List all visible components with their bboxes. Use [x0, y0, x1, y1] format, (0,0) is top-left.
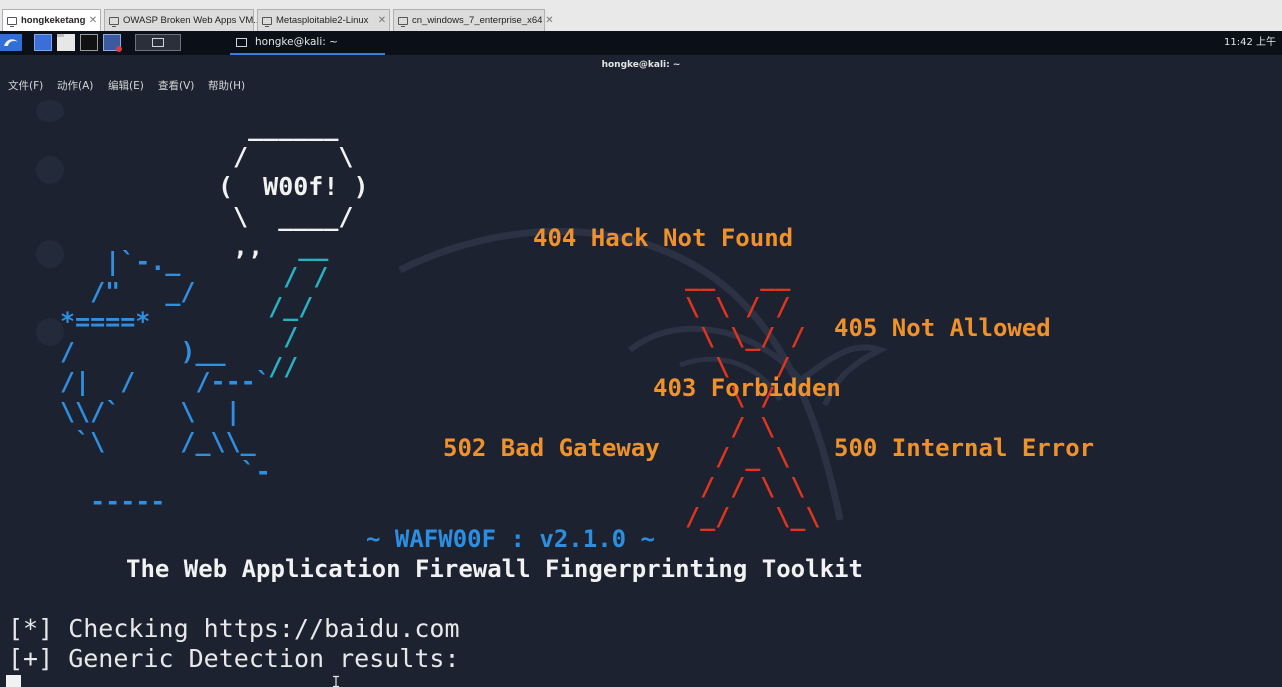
menu-edit[interactable]: 编辑(E): [108, 80, 144, 92]
vm-tab-label: hongkeketang: [21, 15, 86, 26]
terminal-launcher-icon[interactable]: [135, 34, 181, 51]
menu-file[interactable]: 文件(F): [8, 80, 44, 92]
output-line-checking: [*] Checking https://baidu.com: [8, 614, 460, 643]
vm-icon: [398, 16, 408, 27]
kali-top-panel: [0, 31, 1282, 55]
desktop-icon: [36, 240, 64, 268]
vm-icon: [262, 16, 272, 27]
woof-speech-bubble: ______ / \ ( W00f! ) \ ____/ ,,: [218, 112, 369, 261]
vm-icon: [7, 16, 17, 27]
browser-icon[interactable]: [103, 34, 122, 52]
terminal-icon: [236, 37, 247, 47]
wafw00f-version: ~ WAFW00F : v2.1.0 ~: [366, 525, 655, 553]
kali-menu-icon[interactable]: [0, 34, 22, 51]
file-manager-icon[interactable]: [57, 34, 75, 51]
menu-action[interactable]: 动作(A): [57, 80, 94, 92]
taskbar-item-label: hongke@kali: ~: [255, 36, 338, 48]
desktop-icon: [36, 100, 64, 122]
vm-icon: [109, 16, 119, 27]
ascii-stick: __ / / /_/ / //: [268, 232, 329, 381]
ascii-red-x: __ __ \ \ / / \ \_/ / \ / \ / / \ / _ \ …: [685, 262, 821, 531]
error-502-label: 502 Bad Gateway: [443, 434, 660, 462]
menu-help[interactable]: 帮助(H): [208, 80, 246, 92]
terminal-icon[interactable]: [80, 34, 98, 51]
workspace-1-icon[interactable]: [34, 34, 52, 51]
taskbar-terminal-item[interactable]: hongke@kali: ~: [230, 31, 385, 55]
wafw00f-tagline: The Web Application Firewall Fingerprint…: [126, 555, 863, 583]
close-icon[interactable]: ✕: [377, 15, 387, 26]
vm-tab-metasploitable[interactable]: Metasploitable2-Linux ✕: [257, 9, 390, 31]
error-404-label: 404 Hack Not Found: [533, 224, 794, 252]
terminal-cursor: [6, 675, 21, 687]
vm-tab-hongkeketang[interactable]: hongkeketang ✕: [2, 9, 101, 31]
vm-tab-label: OWASP Broken Web Apps VM...: [123, 15, 262, 26]
window-title: hongke@kali: ~: [601, 60, 681, 70]
error-403-label: 403 Forbidden: [653, 374, 841, 402]
vm-tab-label: Metasploitable2-Linux: [276, 15, 369, 26]
error-405-label: 405 Not Allowed: [834, 314, 1051, 342]
error-500-label: 500 Internal Error: [834, 434, 1095, 462]
desktop-icon: [36, 318, 64, 346]
mouse-ibeam-icon: [333, 675, 339, 687]
menu-view[interactable]: 查看(V): [158, 80, 195, 92]
ascii-dog: |`-._ /" _/ *====* / )__ /| / /---` \\/`…: [60, 247, 271, 516]
panel-clock[interactable]: 11:42 上午: [1224, 37, 1276, 48]
close-icon[interactable]: ✕: [88, 15, 98, 26]
vm-tab-bar: hongkeketang ✕ OWASP Broken Web Apps VM.…: [0, 0, 1282, 32]
vm-tab-label: cn_windows_7_enterprise_x64: [412, 15, 543, 26]
vm-tab-owasp[interactable]: OWASP Broken Web Apps VM... ✕: [104, 9, 272, 31]
vm-tab-windows7[interactable]: cn_windows_7_enterprise_x64 ✕: [393, 9, 554, 31]
desktop-icon: [36, 156, 64, 184]
output-line-results: [+] Generic Detection results:: [8, 644, 460, 673]
kali-dragon-watermark: [398, 228, 888, 521]
close-icon[interactable]: ✕: [545, 15, 554, 26]
